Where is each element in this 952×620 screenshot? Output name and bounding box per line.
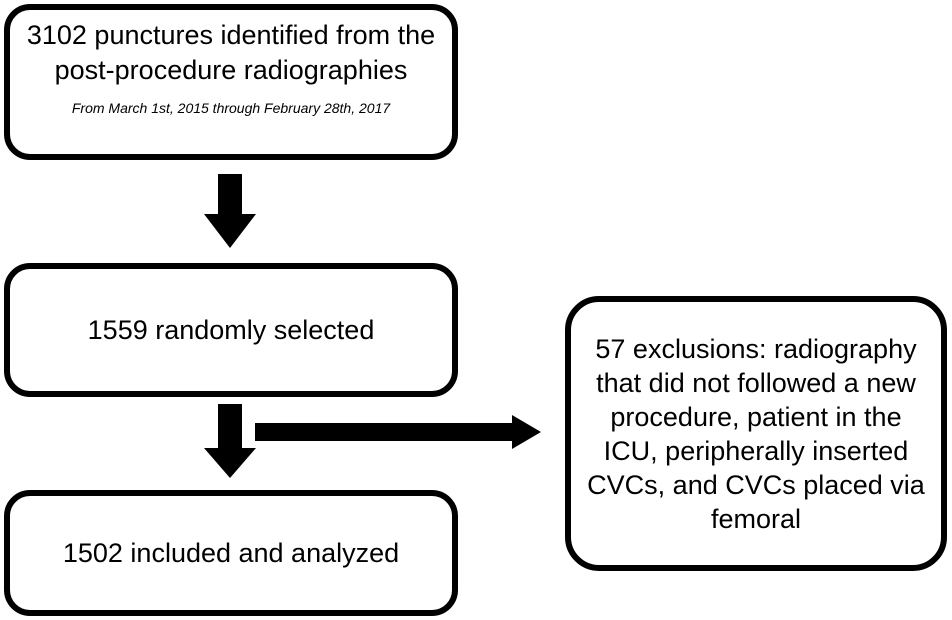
- screening-text: 3102 punctures identified from the post-…: [26, 20, 436, 85]
- screening-box: 3102 punctures identified from the post-…: [4, 4, 458, 160]
- right-arrow-exclusion: [255, 415, 541, 449]
- screening-date-range: From March 1st, 2015 through February 28…: [71, 100, 391, 116]
- exclusion-box: 57 exclusions: radiography that did not …: [565, 296, 947, 571]
- exclusion-text: 57 exclusions: radiography that did not …: [587, 333, 925, 534]
- down-arrow-1: [204, 174, 256, 248]
- selection-text: 1559 randomly selected: [87, 314, 375, 345]
- analysis-text: 1502 included and analyzed: [62, 537, 400, 568]
- selection-box: 1559 randomly selected: [4, 263, 458, 397]
- down-arrow-2: [204, 404, 256, 478]
- analysis-box: 1502 included and analyzed: [4, 490, 458, 616]
